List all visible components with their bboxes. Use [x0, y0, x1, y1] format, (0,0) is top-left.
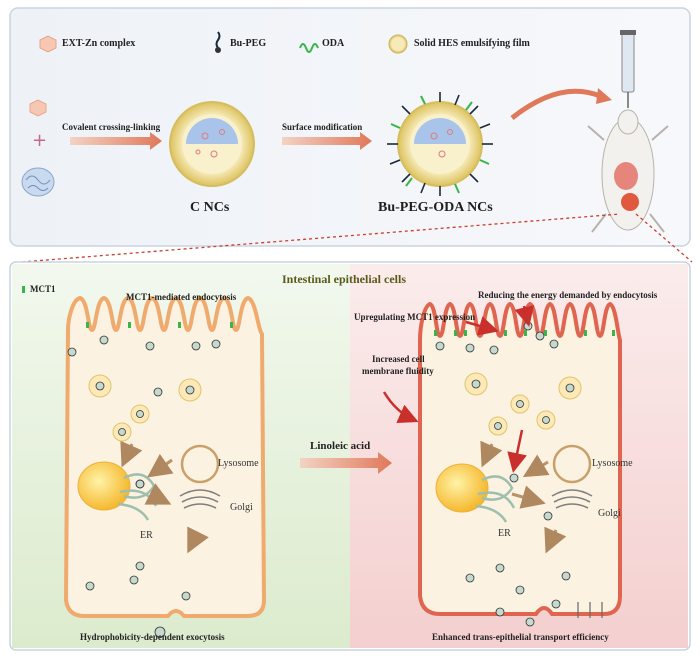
linoleic-acid-arrow — [300, 452, 392, 474]
plus-icon: + — [32, 130, 47, 151]
mct1-icon — [22, 286, 25, 293]
mct1-label: MCT1 — [30, 284, 56, 294]
top-panel — [9, 7, 691, 247]
upregulating-label: Upregulating MCT1 expression — [354, 312, 476, 322]
syringe-icon — [620, 30, 636, 108]
zoom-line-right — [635, 213, 693, 263]
golgi-right-icon — [551, 489, 593, 509]
endocytosis-label: MCT1-mediated endocytosis — [126, 292, 237, 302]
arrow-surface-mod — [282, 132, 372, 150]
er-left-label: ER — [140, 530, 153, 541]
golgi-left-icon — [179, 489, 221, 509]
fluidity-label-line2: membrane fluidity — [362, 366, 434, 376]
golgi-left-label: Golgi — [230, 502, 253, 513]
bu-peg-oda-ncs-label: Bu-PEG-ODA NCs — [378, 200, 493, 215]
zoom-line-left — [21, 213, 621, 263]
legend-oda-label: ODA — [322, 38, 345, 49]
hes-film-icon — [388, 34, 408, 54]
lysosome-left-label: Lysosome — [218, 458, 259, 469]
ext-zn-icon — [39, 35, 57, 53]
linoleic-acid-label: Linoleic acid — [310, 440, 371, 452]
er-right-label: ER — [498, 528, 511, 539]
arrow-to-mouse — [510, 88, 601, 120]
c-ncs-label: C NCs — [190, 200, 230, 215]
legend-hes-label: Solid HES emulsifying film — [414, 38, 530, 49]
lysosome-right-icon — [552, 444, 592, 484]
legend-bu-peg-label: Bu-PEG — [230, 38, 267, 49]
bottom-title: Intestinal epithelial cells — [282, 272, 406, 286]
exocytosis-label: Hydrophobicity-dependent exocytosis — [80, 632, 225, 642]
fluidity-label-line1: Increased cell — [372, 354, 425, 364]
reducing-energy-label: Reducing the energy demanded by endocyto… — [478, 290, 658, 300]
enhanced-transport-label: Enhanced trans-epithelial transport effi… — [432, 632, 609, 642]
step2-label: Surface modification — [282, 122, 363, 132]
golgi-right-label: Golgi — [598, 508, 621, 519]
mouse-icon — [587, 109, 669, 233]
oda-icon — [299, 43, 319, 53]
step1-label: Covalent crossing-linking — [62, 122, 161, 132]
bu-peg-oda-nc-particle — [387, 92, 493, 196]
transport-arrows-icon — [577, 602, 603, 618]
lysosome-right-label: Lysosome — [592, 458, 633, 469]
legend-ext-zn-label: EXT-Zn complex — [62, 38, 136, 49]
lysosome-left-icon — [180, 444, 220, 484]
left-cell — [63, 295, 267, 638]
c-nc-particle — [169, 101, 255, 187]
hes-ingredient-icon — [21, 167, 55, 197]
arrow-crosslink — [70, 132, 162, 150]
bu-peg-icon — [215, 31, 221, 53]
ext-zn-ingredient — [29, 99, 47, 117]
right-cell — [418, 301, 622, 627]
